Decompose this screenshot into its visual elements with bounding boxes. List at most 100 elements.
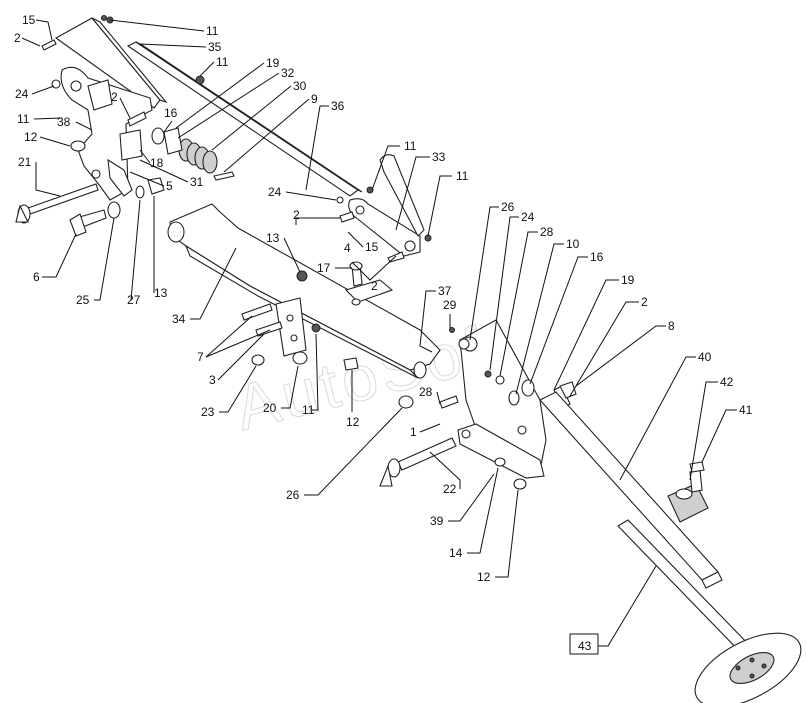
disc-43: [617, 519, 802, 703]
callout-l-26a: 26: [501, 200, 515, 214]
callout-l-28b: 28: [419, 385, 433, 399]
callout-l-25: 25: [76, 293, 90, 307]
callout-l-13b: 13: [154, 286, 168, 300]
callout-l-38: 38: [57, 115, 71, 129]
spring-30: [178, 138, 218, 174]
nut-11b: [195, 75, 205, 85]
callout-l-36: 36: [331, 99, 345, 113]
bolt-6: [69, 209, 107, 237]
callout-l-13a: 13: [266, 231, 280, 245]
callout-l-22: 22: [443, 482, 457, 496]
callout-l-11b: 11: [216, 55, 229, 69]
bolt-2c: [339, 211, 355, 223]
callout-l-2d: 2: [371, 279, 378, 293]
callout-l-16b: 16: [590, 250, 604, 264]
callout-l-32: 32: [281, 66, 295, 80]
callout-l-17: 17: [317, 261, 331, 275]
callout-l-3: 3: [209, 373, 216, 387]
callout-l-14: 14: [449, 546, 463, 560]
bolt-9: [213, 171, 235, 181]
callout-l-11a: 11: [206, 24, 219, 38]
nut-12b: [343, 357, 359, 371]
callout-l-29: 29: [443, 298, 457, 312]
callout-l-41: 41: [739, 403, 753, 417]
callout-l-35: 35: [208, 40, 222, 54]
callout-l-12c: 12: [477, 570, 491, 584]
callout-l-2b: 2: [111, 90, 118, 104]
washer-24b: [336, 196, 344, 204]
bar-36: [126, 41, 363, 197]
callout-l-2e: 2: [641, 295, 648, 309]
bolt-41: [689, 461, 705, 493]
callout-l-2a: 2: [14, 31, 21, 45]
nut-26b: [398, 395, 414, 409]
callout-l-31: 31: [190, 175, 204, 189]
ring-19b: [521, 379, 535, 397]
nut-13a: [147, 177, 165, 195]
callout-l-24c: 24: [521, 210, 535, 224]
callout-l-24b: 24: [268, 185, 282, 199]
callout-l-40: 40: [698, 350, 712, 364]
washer-25: [107, 201, 121, 219]
callout-l-11f: 11: [302, 403, 315, 417]
callout-l-2c: 2: [293, 208, 300, 222]
callout-l-33: 33: [432, 150, 446, 164]
callout-l-28a: 28: [540, 225, 554, 239]
callout-l-34: 34: [172, 312, 186, 326]
callout-l-16a: 16: [164, 106, 178, 120]
callout-l-11c: 11: [17, 112, 30, 126]
frame-34: [167, 203, 441, 379]
nut-13b: [296, 270, 308, 282]
bolt-2a: [41, 39, 57, 51]
bolt-8: [559, 381, 577, 399]
bracket-7: [275, 297, 307, 357]
washer-16a: [151, 127, 165, 145]
plate-32: [163, 127, 183, 155]
callout-l-15b: 15: [365, 240, 379, 254]
callout-l-5: 5: [166, 179, 173, 193]
callout-l-19b: 19: [621, 273, 635, 287]
callout-l-30: 30: [293, 79, 307, 93]
link-33: [348, 154, 425, 257]
nut-24c: [484, 370, 492, 378]
callout-l-11d: 11: [404, 139, 417, 153]
bolt-3: [255, 321, 283, 337]
callout-l-24a: 24: [15, 87, 29, 101]
washer-20: [292, 351, 308, 365]
nut-12c: [513, 478, 527, 490]
callout-l-11e: 11: [456, 169, 469, 183]
washer-23: [251, 354, 265, 366]
callout-l-39: 39: [430, 514, 444, 528]
shaft-40: [539, 391, 723, 589]
nut-11d: [366, 186, 374, 194]
callout-l-7: 7: [197, 350, 204, 364]
callout-l-37: 37: [438, 284, 452, 298]
callout-l-12a: 12: [24, 130, 38, 144]
bolt-7: [241, 303, 273, 321]
callout-l-27: 27: [127, 293, 141, 307]
callout-l-26b: 26: [286, 488, 300, 502]
bolt-21: [15, 183, 99, 224]
callout-l-4: 4: [344, 241, 351, 255]
callout-l-8: 8: [668, 319, 675, 333]
leader-lines: [21, 19, 737, 647]
callout-l-20: 20: [263, 401, 277, 415]
bar-35: [54, 15, 168, 109]
callout-l-19a: 19: [266, 56, 280, 70]
label-box-43: [569, 633, 599, 655]
nut-11f: [311, 323, 321, 333]
bolt-2b: [127, 111, 147, 127]
plate-39: [457, 423, 545, 479]
nut-12a: [70, 140, 86, 152]
nut-14: [494, 457, 506, 467]
callout-l-6: 6: [33, 270, 40, 284]
callout-l-9: 9: [311, 92, 318, 106]
parts-group: [15, 15, 802, 703]
bracket-31: [107, 158, 133, 197]
clamp-42: [667, 483, 709, 523]
bracket-38: [60, 66, 153, 201]
pin-29: [449, 327, 455, 333]
